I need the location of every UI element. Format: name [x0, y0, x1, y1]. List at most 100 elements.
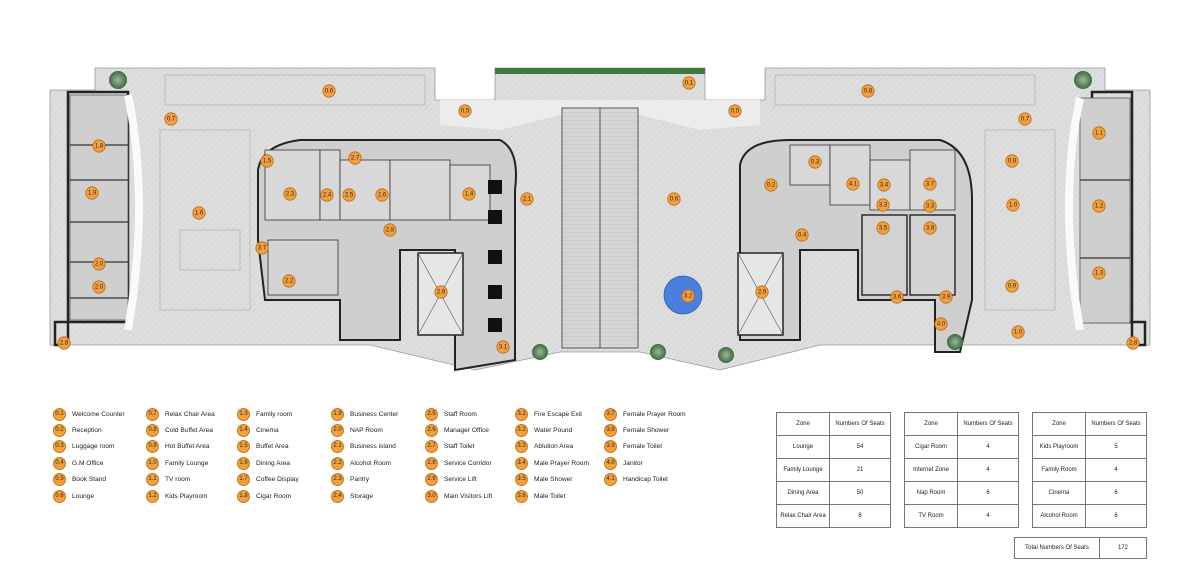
tag-badge	[923, 177, 937, 191]
room-tag: 1.3	[1092, 266, 1106, 280]
tag-badge	[348, 151, 362, 165]
room-tag: 2.0	[92, 280, 106, 294]
tag-label: 3.3	[879, 202, 888, 208]
legend-code-badge: 3.9	[604, 440, 617, 454]
seats-cell: 21	[829, 458, 891, 482]
legend-code-badge: 2.3	[331, 473, 344, 487]
tag-label: 0.7	[1021, 116, 1030, 122]
zone-cell: Lounge	[776, 435, 830, 459]
zone-cell: Dining Area	[776, 481, 830, 505]
legend-code-badge: 3.6	[515, 489, 528, 503]
tag-label: 1.2	[1095, 203, 1104, 209]
seats-cell: 50	[829, 481, 891, 505]
room-tag: 2.3	[283, 187, 297, 201]
legend-code-badge: 0.6	[53, 489, 66, 503]
legend-label: Cigar Room	[256, 492, 292, 500]
zone-cell: Internet Zone	[904, 458, 958, 482]
tag-label: 0.7	[167, 116, 176, 122]
room-tag: 2.6	[375, 188, 389, 202]
tag-label: 1.1	[1095, 130, 1104, 136]
legend-label: TV room	[165, 476, 191, 484]
tag-badge	[342, 188, 356, 202]
legend-label: Lounge	[72, 492, 95, 500]
tag-badge	[764, 178, 778, 192]
legend-code-badge: 4.0	[604, 456, 617, 470]
legend-label: Water Pound	[534, 427, 573, 435]
tag-badge	[375, 188, 389, 202]
legend-code-badge: 2.0	[331, 424, 344, 438]
tag-badge	[282, 274, 296, 288]
legend-code-badge: 0.5	[53, 473, 66, 487]
seats-cell: 6	[1085, 481, 1147, 505]
tag-label: 0.3	[811, 159, 820, 165]
tag-badge	[164, 112, 178, 126]
header-zone: Zone	[1032, 412, 1086, 436]
zone-cell: Family Lounge	[776, 458, 830, 482]
tag-badge	[283, 187, 297, 201]
tag-label: 4.1	[849, 181, 858, 187]
legend-label: Female Prayer Room	[623, 410, 686, 418]
legend-code-badge: 0.7	[146, 407, 159, 421]
tag-badge	[846, 177, 860, 191]
legend-code-badge: 1.8	[237, 489, 250, 503]
legend-code-badge: 0.3	[53, 440, 66, 454]
legend-code-badge: 1.7	[237, 473, 250, 487]
zone-cell: Relax Chair Area	[776, 504, 830, 528]
room-tag: 0.2	[764, 178, 778, 192]
total-value: 172	[1117, 545, 1128, 551]
legend-code-badge: 1.5	[237, 440, 250, 454]
tree	[947, 334, 963, 350]
tag-badge	[923, 199, 937, 213]
room-tag: 2.5	[342, 188, 356, 202]
legend-item: 1.5 Buffet Area	[237, 439, 299, 455]
legend-label: Buffet Area	[256, 443, 289, 451]
tag-label: 4.0	[937, 321, 946, 327]
tag-label: 1.9	[88, 190, 97, 196]
tag-label: 1.3	[1095, 270, 1104, 276]
legend-label: Handicap Toilet	[623, 476, 668, 484]
room-tag: 0.6	[667, 192, 681, 206]
tag-label: 2.2	[285, 278, 294, 284]
legend-code-badge: 0.4	[53, 456, 66, 470]
tag-label: 2.8	[60, 340, 69, 346]
room-tag: 2.0	[92, 257, 106, 271]
room-tag: 0.8	[1005, 154, 1019, 168]
tag-badge	[667, 192, 681, 206]
tag-badge	[1006, 198, 1020, 212]
tag-label: 2.9	[437, 289, 446, 295]
legend-label: Kids Playroom	[165, 492, 208, 500]
tag-badge	[808, 155, 822, 169]
tag-label: 3.1	[499, 344, 508, 350]
room-tag: 3.1	[496, 340, 510, 354]
legend-code-badge: 2.7	[425, 440, 438, 454]
tag-badge	[192, 206, 206, 220]
room-tag: 0.6	[322, 84, 336, 98]
tag-badge	[520, 192, 534, 206]
room-tag: 0.4	[795, 228, 809, 242]
room-tag: 0.3	[808, 155, 822, 169]
tag-label: 0.5	[461, 108, 470, 114]
seats-cell: 8	[829, 504, 891, 528]
room-tag: 0.6	[861, 84, 875, 98]
seats-cell: 5	[1085, 435, 1147, 459]
room-tag: 1.4	[462, 187, 476, 201]
tag-label: 1.6	[195, 210, 204, 216]
